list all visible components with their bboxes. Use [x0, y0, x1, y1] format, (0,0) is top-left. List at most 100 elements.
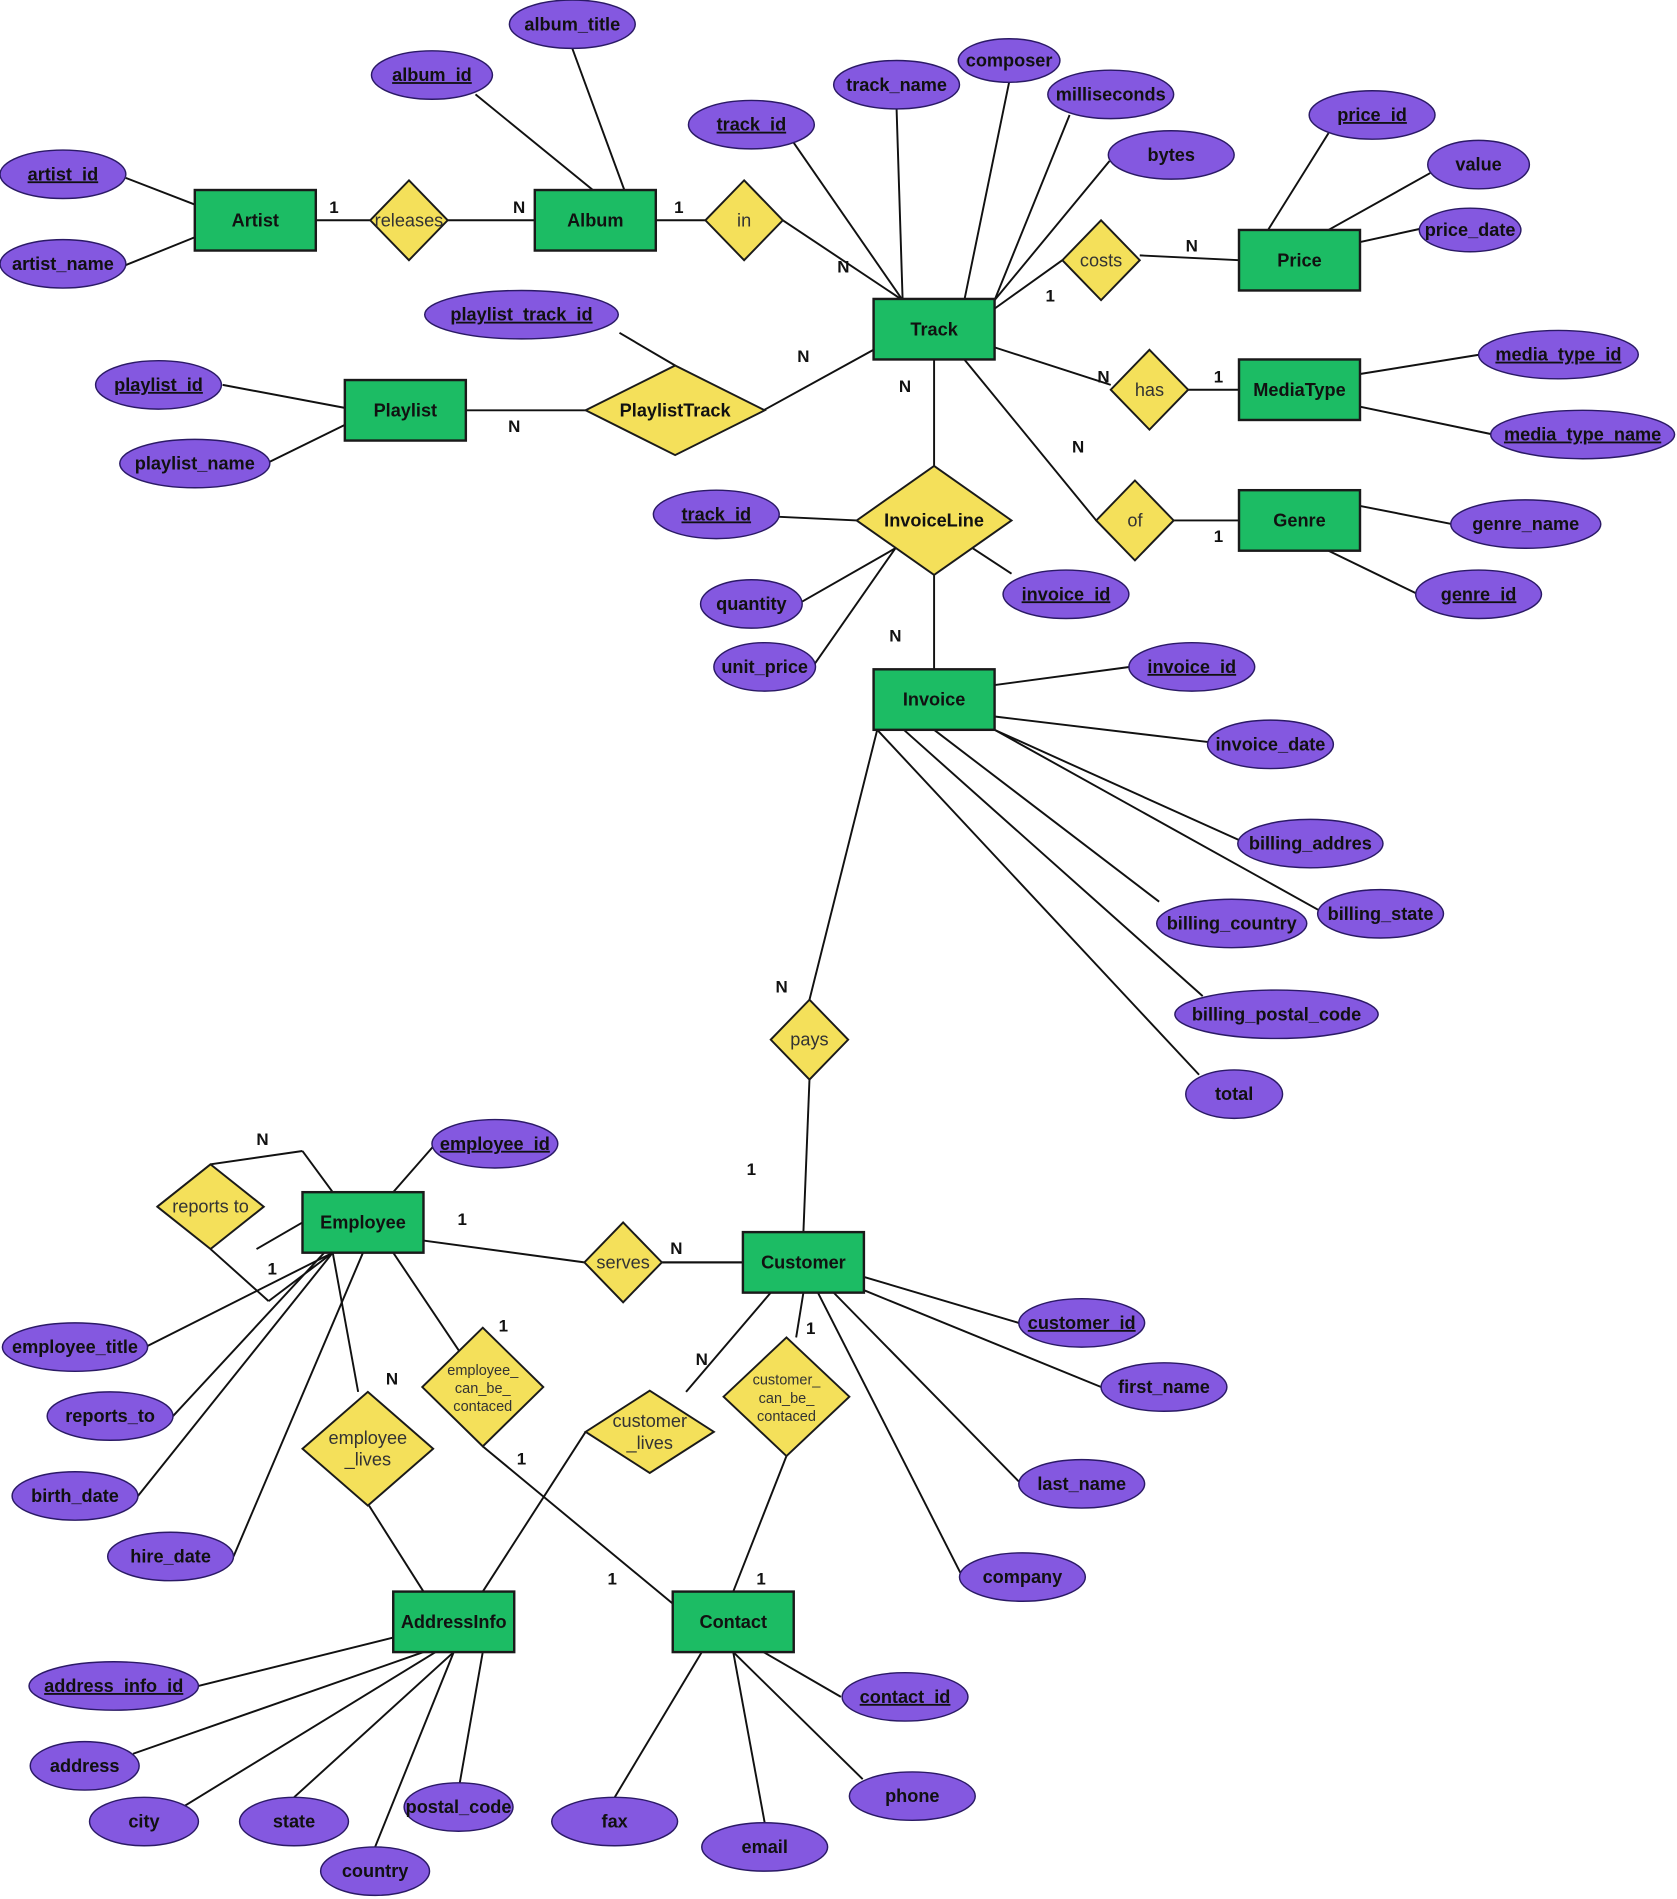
attribute-contact-id[interactable]: contact_id	[841, 1671, 969, 1722]
attribute-composer[interactable]: composer	[957, 38, 1061, 84]
relationship-has[interactable]: has	[1109, 348, 1190, 432]
entity-mediatype[interactable]: MediaType	[1237, 358, 1362, 422]
entity-box[interactable]	[872, 668, 996, 732]
relationship-diamond[interactable]	[420, 1326, 545, 1448]
attribute-address-info-id[interactable]: address_info_id	[28, 1661, 200, 1711]
entity-box[interactable]	[741, 1230, 866, 1294]
attribute-employee-title[interactable]: employee_title	[1, 1322, 149, 1373]
attribute-ellipse[interactable]	[1107, 129, 1235, 180]
entity-box[interactable]	[301, 1190, 425, 1254]
relationship-diamond[interactable]	[769, 998, 850, 1082]
relationship-playlisttrack[interactable]: PlaylistTrack	[583, 364, 767, 457]
attribute-ellipse[interactable]	[1128, 641, 1256, 692]
entity-box[interactable]	[533, 188, 658, 252]
relationship-diamond[interactable]	[301, 1390, 435, 1507]
relationship-customer_lives[interactable]: customer_lives	[583, 1389, 716, 1475]
attribute-ellipse[interactable]	[431, 1118, 559, 1169]
attribute-ellipse[interactable]	[687, 99, 816, 150]
relationship-diamond[interactable]	[854, 464, 1014, 577]
attribute-track-id[interactable]: track_id	[652, 489, 780, 540]
attribute-ellipse[interactable]	[848, 1771, 976, 1822]
attribute-postal-code[interactable]: postal_code	[403, 1782, 514, 1832]
attribute-media-type-id[interactable]: media_type_id	[1477, 329, 1640, 380]
relationship-costs[interactable]: costs	[1060, 218, 1142, 302]
relationship-diamond[interactable]	[704, 178, 785, 262]
attribute-ellipse[interactable]	[370, 50, 494, 100]
attribute-state[interactable]: state	[238, 1796, 350, 1847]
attribute-address[interactable]: address	[29, 1740, 140, 1791]
attribute-ellipse[interactable]	[1427, 139, 1531, 190]
relationship-of[interactable]: of	[1094, 479, 1176, 562]
attribute-city[interactable]: city	[88, 1796, 200, 1847]
relationship-diamond[interactable]	[583, 1221, 664, 1304]
attribute-playlist-track-id[interactable]: playlist_track_id	[423, 289, 620, 340]
entity-album[interactable]: Album	[533, 188, 658, 252]
relationship-diamond[interactable]	[1060, 218, 1142, 302]
attribute-ellipse[interactable]	[841, 1671, 969, 1722]
relationship-customer_contact[interactable]: customer_can_be_contaced	[722, 1336, 851, 1458]
attribute-billing-country[interactable]: billing_country	[1155, 898, 1308, 949]
attribute-ellipse[interactable]	[1047, 69, 1175, 120]
attribute-hire-date[interactable]: hire_date	[106, 1531, 235, 1582]
relationship-serves[interactable]: serves	[583, 1221, 664, 1304]
attribute-ellipse[interactable]	[1018, 1297, 1146, 1348]
attribute-reports-to[interactable]: reports_to	[46, 1391, 174, 1442]
attribute-quantity[interactable]: quantity	[699, 579, 803, 629]
attribute-ellipse[interactable]	[1418, 207, 1522, 253]
attribute-media-type-name[interactable]: media_type_name	[1489, 409, 1676, 460]
entity-addressinfo[interactable]: AddressInfo	[392, 1590, 516, 1654]
attribute-ellipse[interactable]	[403, 1782, 514, 1832]
relationship-in[interactable]: in	[704, 178, 785, 262]
attribute-phone[interactable]: phone	[848, 1771, 976, 1822]
attribute-value[interactable]: value	[1427, 139, 1531, 190]
entity-box[interactable]	[193, 188, 318, 252]
attribute-ellipse[interactable]	[1155, 898, 1308, 949]
attribute-invoice-date[interactable]: invoice_date	[1206, 719, 1335, 770]
relationship-employee_contact[interactable]: employee_can_be_contaced	[420, 1326, 545, 1448]
relationship-pays[interactable]: pays	[769, 998, 850, 1082]
attribute-employee-id[interactable]: employee_id	[431, 1118, 559, 1169]
relationship-invoiceline[interactable]: InvoiceLine	[854, 464, 1014, 577]
attribute-billing-addres[interactable]: billing_addres	[1237, 818, 1384, 869]
relationship-diamond[interactable]	[583, 364, 767, 457]
attribute-ellipse[interactable]	[699, 579, 803, 629]
attribute-unit-price[interactable]: unit_price	[713, 641, 817, 692]
attribute-ellipse[interactable]	[1100, 1362, 1228, 1412]
attribute-ellipse[interactable]	[1018, 1458, 1146, 1509]
relationship-releases[interactable]: releases	[368, 178, 450, 262]
attribute-artist-id[interactable]: artist_id	[0, 149, 127, 200]
attribute-total[interactable]: total	[1185, 1069, 1284, 1120]
attribute-ellipse[interactable]	[1237, 818, 1384, 869]
attribute-ellipse[interactable]	[1477, 329, 1640, 380]
attribute-ellipse[interactable]	[11, 1471, 139, 1521]
attribute-ellipse[interactable]	[832, 59, 961, 110]
attribute-first-name[interactable]: first_name	[1100, 1362, 1228, 1412]
attribute-track-name[interactable]: track_name	[832, 59, 961, 110]
entity-invoice[interactable]: Invoice	[872, 668, 996, 732]
attribute-album-title[interactable]: album_title	[508, 0, 636, 50]
attribute-ellipse[interactable]	[1316, 888, 1445, 939]
attribute-ellipse[interactable]	[94, 359, 223, 410]
attribute-ellipse[interactable]	[319, 1846, 431, 1897]
attribute-ellipse[interactable]	[957, 38, 1061, 84]
attribute-last-name[interactable]: last_name	[1018, 1458, 1146, 1509]
attribute-artist-name[interactable]: artist_name	[0, 238, 127, 289]
entity-playlist[interactable]: Playlist	[343, 378, 468, 442]
attribute-playlist-name[interactable]: playlist_name	[119, 438, 271, 489]
attribute-customer-id[interactable]: customer_id	[1018, 1297, 1146, 1348]
attribute-fax[interactable]: fax	[551, 1796, 679, 1847]
attribute-milliseconds[interactable]: milliseconds	[1047, 69, 1175, 120]
entity-box[interactable]	[1237, 358, 1362, 422]
entity-genre[interactable]: Genre	[1237, 488, 1362, 552]
relationship-reportsto[interactable]: reports to	[155, 1163, 266, 1251]
entity-box[interactable]	[671, 1590, 795, 1654]
attribute-email[interactable]: email	[701, 1822, 829, 1872]
attribute-ellipse[interactable]	[28, 1661, 200, 1711]
attribute-company[interactable]: company	[958, 1552, 1087, 1602]
relationship-diamond[interactable]	[155, 1163, 266, 1251]
attribute-ellipse[interactable]	[1206, 719, 1335, 770]
attribute-ellipse[interactable]	[0, 238, 127, 289]
attribute-invoice-id[interactable]: invoice_id	[1002, 569, 1130, 620]
entity-box[interactable]	[392, 1590, 516, 1654]
attribute-ellipse[interactable]	[0, 149, 127, 200]
